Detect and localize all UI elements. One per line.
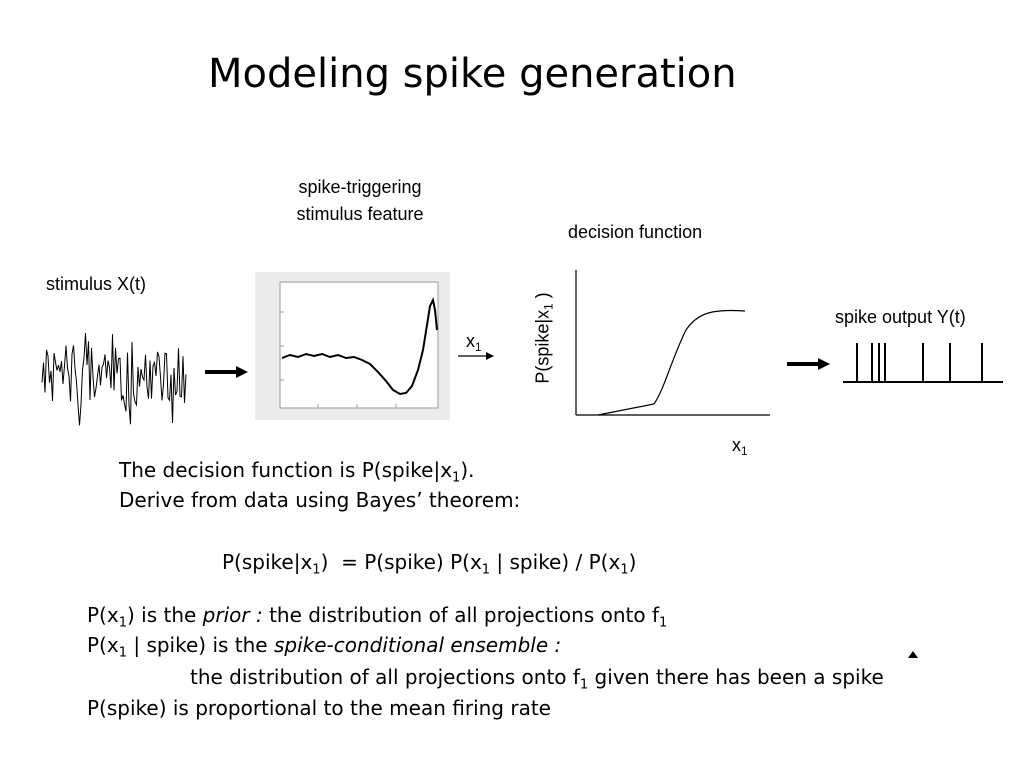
feature-plot — [255, 272, 450, 420]
pointer-triangle — [908, 651, 918, 658]
cond-b: | spike) is the — [126, 633, 274, 657]
feature-caption-line1: spike-triggering — [298, 177, 422, 197]
projection-x1-label: x1 — [466, 330, 482, 355]
decision-sigmoid-curve — [597, 309, 746, 416]
eq-b: ) = P(spike) P(x — [320, 550, 482, 574]
feature-f1-curve — [281, 296, 438, 396]
firing-rate-line: P(spike) is proportional to the mean fir… — [87, 696, 551, 720]
slide-title: Modeling spike generation — [208, 51, 737, 97]
spike-output-label: spike output Y(t) — [835, 307, 966, 327]
projection-x1-text: x — [466, 331, 475, 351]
prior-a: P(x — [87, 603, 119, 627]
arrow-to-output — [787, 358, 830, 370]
decision-xlabel: x1 — [732, 434, 748, 459]
projection-x1-sub: 1 — [475, 341, 482, 355]
feature-caption: spike-triggering stimulus feature — [260, 174, 460, 228]
prior-sub2: 1 — [658, 615, 668, 631]
eq-d: ) — [628, 550, 637, 574]
decision-caption: decision function — [568, 222, 703, 242]
arrow-stimulus-to-filter — [205, 366, 248, 378]
eq-a: P(spike|x — [222, 550, 313, 574]
prior-emphasis: prior : — [202, 603, 270, 627]
eq-sub1: 1 — [312, 562, 321, 578]
prior-line: P(x1) is the prior : the distribution of… — [87, 600, 667, 630]
given-spike-line: the distribution of all projections onto… — [190, 662, 884, 692]
eq-c: | spike) / P(x — [490, 550, 621, 574]
given-sub: 1 — [579, 677, 589, 693]
cond-emphasis: spike-conditional ensemble : — [273, 633, 562, 657]
eq-sub3: 1 — [620, 562, 629, 578]
line1-a: The decision function is P(spike|x — [119, 458, 453, 482]
feature-caption-line2: stimulus feature — [296, 204, 424, 224]
cond-sub: 1 — [118, 645, 127, 661]
given-b: given there has been a spike — [588, 665, 884, 689]
decision-xlabel-text: x — [732, 435, 741, 455]
prior-sub1: 1 — [118, 615, 127, 631]
decision-plot — [575, 270, 770, 416]
bayes-equation: P(spike|x1) = P(spike) P(x1 | spike) / P… — [222, 547, 636, 577]
prior-c: the distribution of all projections onto… — [269, 603, 659, 627]
prior-b: ) is the — [126, 603, 203, 627]
stimulus-label: stimulus X(t) — [46, 274, 147, 294]
stimulus-noise-trace — [41, 332, 187, 426]
bayes-line: Derive from data using Bayes’ theorem: — [119, 488, 521, 512]
spike-train — [843, 343, 1003, 383]
eq-sub2: 1 — [481, 562, 491, 578]
decision-xlabel-sub: 1 — [741, 445, 748, 459]
line1-b: ). — [460, 458, 475, 482]
line1-sub: 1 — [452, 470, 461, 486]
given-a: the distribution of all projections onto… — [190, 665, 580, 689]
conditional-line: P(x1 | spike) is the spike-conditional e… — [87, 630, 561, 660]
arrow-projection — [458, 352, 494, 360]
cond-a: P(x — [87, 633, 119, 657]
decision-function-line: The decision function is P(spike|x1). — [119, 455, 474, 485]
